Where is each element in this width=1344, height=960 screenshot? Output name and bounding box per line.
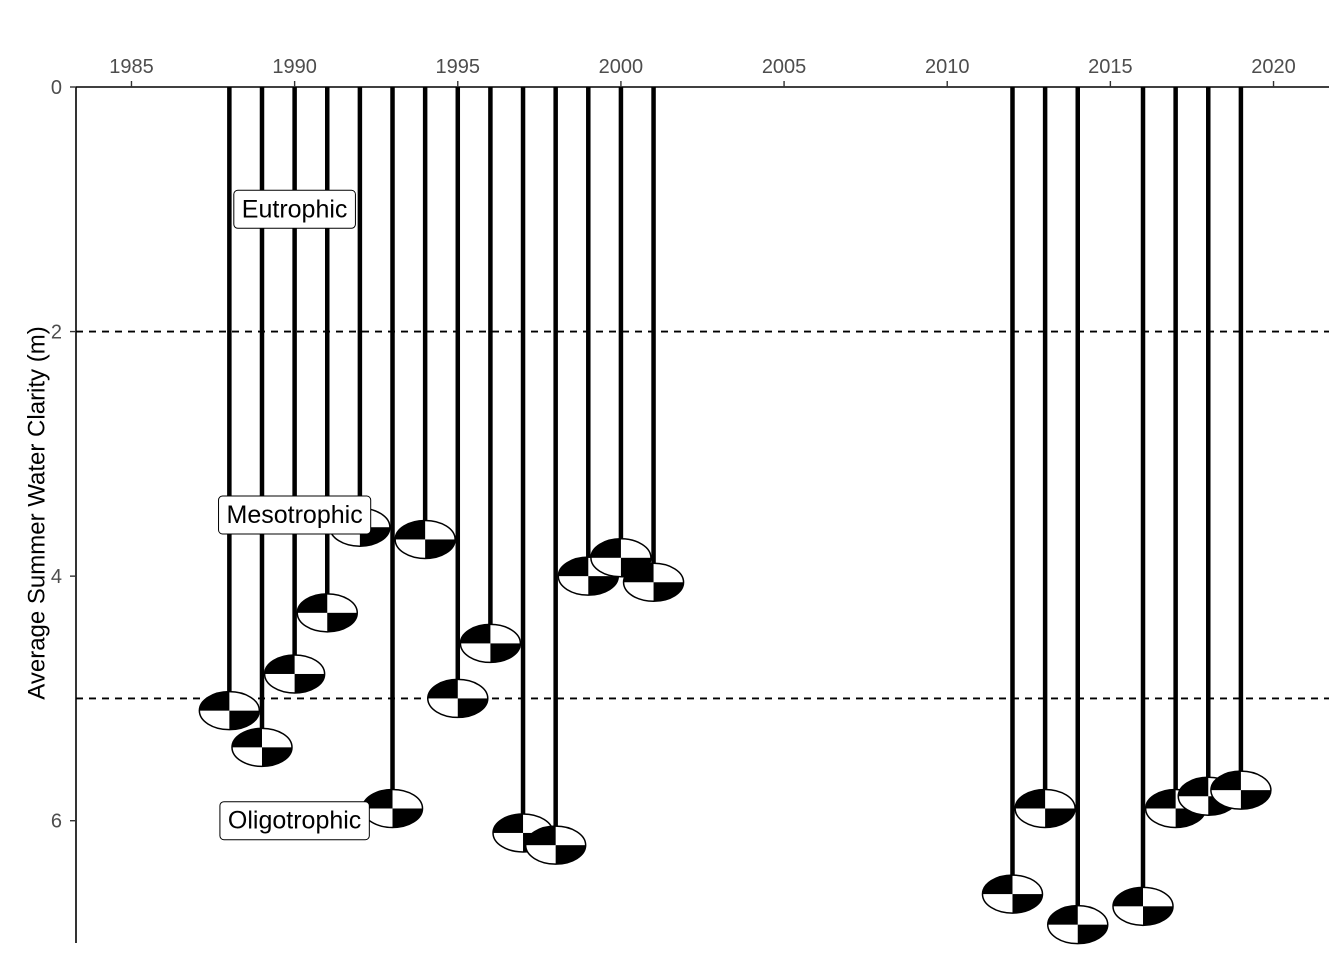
zone-label-text: Mesotrophic [227, 501, 363, 529]
reference-lines [76, 330, 1329, 700]
x-tick-label: 2010 [925, 56, 970, 78]
zone-label: Oligotrophic [219, 801, 370, 841]
secchi-disk [263, 654, 326, 694]
secchi-disk [524, 825, 587, 865]
y-tick-label: 6 [51, 811, 62, 833]
x-tick-label: 1990 [272, 56, 317, 78]
zone-label-text: Oligotrophic [228, 807, 361, 835]
y-axis-title: Average Summer Water Clarity (m) [23, 326, 50, 699]
x-tick-label: 1995 [436, 56, 481, 78]
y-tick-label: 4 [51, 566, 62, 588]
x-tick-label: 2005 [762, 56, 807, 78]
secchi-disk [296, 593, 359, 633]
secchi-disk [1112, 886, 1174, 927]
secchi-disk [198, 690, 261, 731]
x-tick-label: 2000 [599, 56, 644, 78]
depth-lines [227, 87, 1244, 925]
secchi-disk [1210, 770, 1272, 810]
x-tick-label: 1985 [109, 56, 154, 78]
secchi-disk [361, 788, 424, 829]
secchi-disk [622, 562, 685, 603]
secchi-disk [1014, 788, 1076, 829]
secchi-disks [198, 507, 1272, 945]
secchi-disk [459, 623, 522, 664]
zone-label-text: Eutrophic [242, 195, 348, 223]
y-tick-label: 2 [51, 322, 62, 344]
x-tick-label: 2015 [1088, 56, 1133, 78]
y-tick-label: 0 [51, 77, 62, 99]
zone-label: Eutrophic [233, 189, 356, 229]
secchi-disk [231, 727, 293, 768]
secchi-disk [427, 678, 489, 719]
secchi-disk [394, 519, 456, 560]
zone-label: Mesotrophic [218, 495, 372, 535]
x-tick-label: 2020 [1251, 56, 1296, 78]
secchi-disk [981, 874, 1044, 914]
secchi-disk [1046, 904, 1109, 945]
axes: 1985 1990 1995 2000 2005 2010 2015 2020 0 2 4 6 [51, 56, 1329, 943]
